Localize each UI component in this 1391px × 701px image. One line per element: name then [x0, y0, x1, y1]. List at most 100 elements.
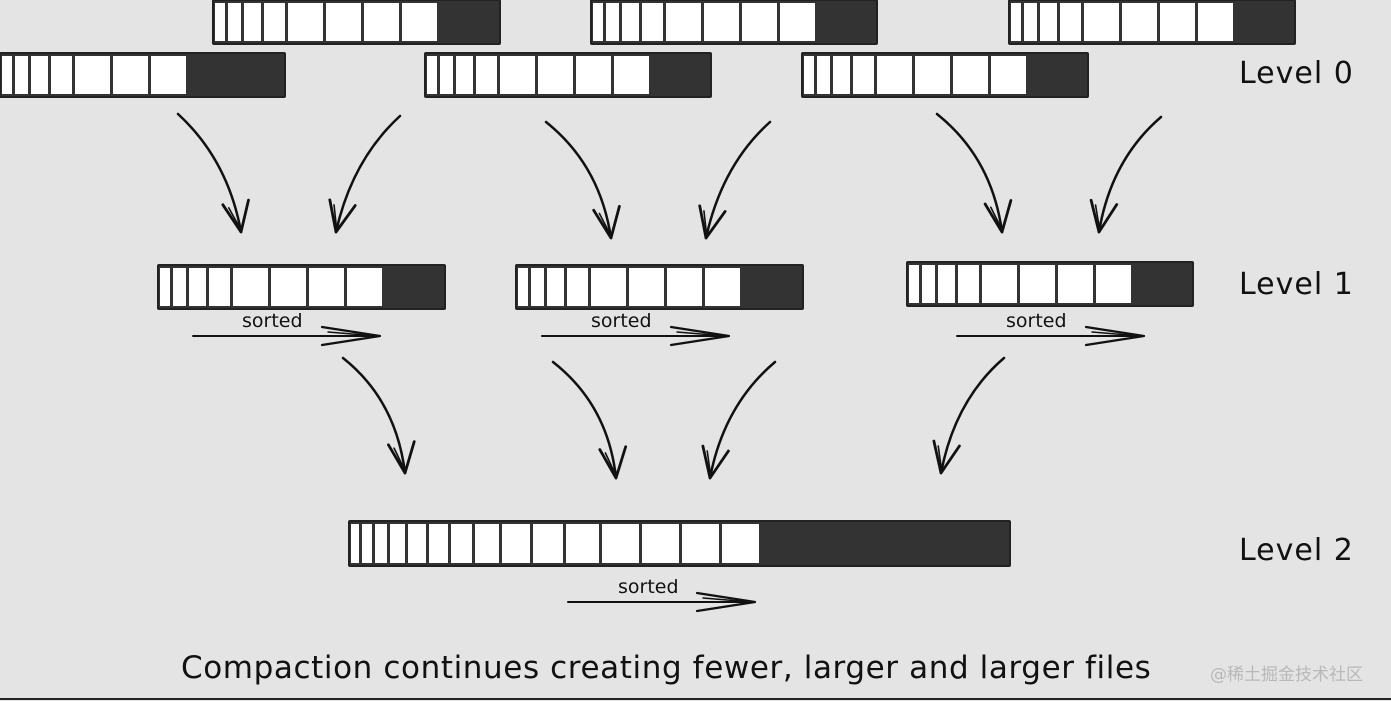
file-cell [173, 268, 186, 306]
file-cell [877, 56, 912, 94]
file-cell [922, 265, 935, 303]
file-cell [500, 56, 535, 94]
file-cell [2, 56, 12, 94]
file-cell [591, 268, 626, 306]
file-cell [209, 268, 230, 306]
file-cell [614, 56, 649, 94]
file-cell [15, 56, 28, 94]
file-cell [244, 3, 261, 41]
bottom-divider [0, 698, 1391, 700]
arrow-l0-l1-3b [1089, 115, 1163, 234]
file-cell [1040, 3, 1057, 41]
file-cell [566, 524, 599, 563]
arrow-l1-l2-2b [701, 360, 777, 480]
file-cell [938, 265, 955, 303]
level-1-label: Level 1 [1239, 267, 1354, 302]
file-cell [705, 268, 740, 306]
arrow-l0-l1-3a [935, 112, 1013, 234]
file-cell [233, 268, 268, 306]
file-cell [533, 524, 563, 563]
file-cell [722, 524, 759, 563]
file-cell [160, 268, 170, 306]
file-cell [475, 524, 499, 563]
file-cell [853, 56, 874, 94]
file-cell [309, 268, 344, 306]
file-cell [666, 3, 701, 41]
file-cell [909, 265, 919, 303]
file-cell [390, 524, 405, 563]
file-cell [742, 3, 777, 41]
arrow-l0-l1-1b [328, 114, 402, 234]
file-cell [817, 56, 830, 94]
file-cell [1060, 3, 1081, 41]
file-cell [1084, 3, 1119, 41]
files-layer [0, 0, 1296, 567]
file-cell [667, 268, 702, 306]
file-cell [982, 265, 1017, 303]
file-cell [215, 3, 225, 41]
file-cell [31, 56, 48, 94]
file-cell [456, 56, 473, 94]
file-cell [451, 524, 472, 563]
file-cell [602, 524, 639, 563]
file-cell [804, 56, 814, 94]
file-cell [427, 56, 437, 94]
file-cell [1058, 265, 1093, 303]
arrow-l0-l1-2b [698, 120, 772, 240]
sorted-label-level2: sorted [618, 576, 679, 598]
arrow-l1-l2-2a [551, 360, 628, 480]
sorted-arrow-level1-3 [956, 325, 1146, 347]
file-cell [271, 268, 306, 306]
file-cell [362, 524, 372, 563]
file-cell [780, 3, 815, 41]
arrow-l1-l2-1 [341, 356, 416, 475]
sorted-arrow-level1-1 [192, 325, 382, 347]
arrow-l0-l1-2a [544, 120, 621, 240]
file-cell [113, 56, 148, 94]
level-0-file-top-3 [1008, 0, 1296, 45]
file-cell [1160, 3, 1195, 41]
file-cell [547, 268, 564, 306]
file-cell [1198, 3, 1233, 41]
file-cell [364, 3, 399, 41]
file-cell [682, 524, 719, 563]
level-2-file [348, 520, 1011, 567]
level-1-file-2 [515, 264, 804, 310]
file-cell [429, 524, 448, 563]
file-cell [75, 56, 110, 94]
file-cell [531, 268, 544, 306]
sorted-arrow-level2 [567, 591, 757, 613]
file-cell [288, 3, 323, 41]
file-cell [518, 268, 528, 306]
level-0-file-bottom-1 [0, 52, 286, 98]
file-cell [476, 56, 497, 94]
file-cell [953, 56, 988, 94]
file-cell [375, 524, 387, 563]
file-cell [440, 56, 453, 94]
file-cell [1011, 3, 1021, 41]
file-cell [502, 524, 530, 563]
file-cell [991, 56, 1026, 94]
sorted-label-level1-b: sorted [591, 310, 652, 332]
file-cell [704, 3, 739, 41]
file-cell [1024, 3, 1037, 41]
file-cell [228, 3, 241, 41]
level-0-file-bottom-2 [424, 52, 712, 98]
file-cell [606, 3, 619, 41]
file-cell [915, 56, 950, 94]
arrow-l1-l2-3 [932, 356, 1006, 475]
arrow-l0-l1-1a [176, 112, 250, 234]
file-cell [51, 56, 72, 94]
level-0-file-top-2 [590, 0, 878, 45]
sorted-arrow-level1-2 [541, 325, 731, 347]
file-cell [833, 56, 850, 94]
file-cell [151, 56, 186, 94]
level-0-label: Level 0 [1239, 56, 1354, 91]
file-cell [642, 524, 679, 563]
file-cell [576, 56, 611, 94]
caption: Compaction continues creating fewer, lar… [181, 650, 1152, 686]
file-cell [408, 524, 426, 563]
file-cell [326, 3, 361, 41]
level-1-file-3 [906, 261, 1194, 307]
